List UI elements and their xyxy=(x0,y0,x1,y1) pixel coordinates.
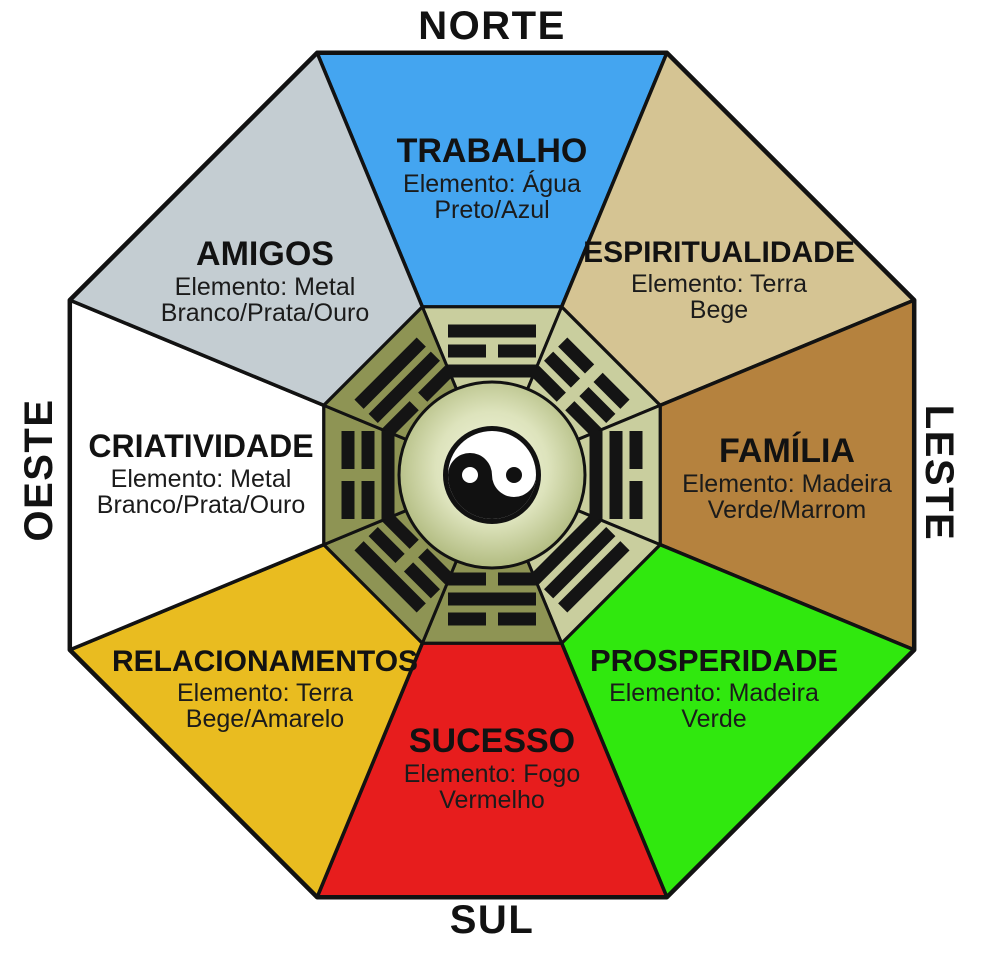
direction-label-north: NORTE xyxy=(418,4,566,48)
sector-title-southwest: RELACIONAMENTOS xyxy=(112,645,418,678)
trigram-line xyxy=(418,365,455,402)
trigram-northwest xyxy=(354,337,455,438)
sector-colors-west: Branco/Prata/Ouro xyxy=(97,491,305,519)
trigram-line xyxy=(629,431,643,469)
octagon-border xyxy=(67,50,917,900)
trigram-line xyxy=(418,548,455,585)
trigram-line xyxy=(593,372,630,409)
trigram-line xyxy=(403,562,441,599)
direction-label-south: SUL xyxy=(450,898,535,942)
trigram-line xyxy=(382,512,419,549)
trigram-southwest xyxy=(354,512,455,613)
trigram-west xyxy=(341,431,395,519)
trigram-southeast xyxy=(529,512,630,613)
sector-colors-southwest: Bege/Amarelo xyxy=(186,705,344,733)
sector-element-southwest: Elemento: Terra xyxy=(177,679,353,707)
trigram-line xyxy=(448,344,486,358)
direction-label-east: LESTE xyxy=(917,405,961,541)
sector-element-south: Elemento: Fogo xyxy=(404,760,581,788)
trigram-line xyxy=(529,512,602,585)
sector-title-northeast: ESPIRITUALIDADE xyxy=(583,236,855,269)
trigram-line xyxy=(579,386,616,424)
sector-title-north: TRABALHO xyxy=(397,132,588,170)
sector-colors-north: Preto/Azul xyxy=(434,196,549,224)
trigram-north xyxy=(448,324,536,378)
trigram-line xyxy=(543,526,616,599)
sector-element-west: Elemento: Metal xyxy=(111,465,292,493)
trigram-line xyxy=(589,431,603,519)
trigram-line xyxy=(448,324,536,338)
trigram-line xyxy=(448,612,486,626)
trigram-line xyxy=(361,481,375,519)
yin-yang-symbol xyxy=(443,426,541,524)
sector-title-northwest: AMIGOS xyxy=(196,235,334,273)
sector-colors-south: Vermelho xyxy=(439,786,545,814)
trigram-east xyxy=(589,431,643,519)
trigram-northeast xyxy=(529,337,630,438)
trigram-line xyxy=(448,572,486,586)
sector-title-south: SUCESSO xyxy=(409,722,575,760)
sector-colors-southeast: Verde xyxy=(681,705,746,733)
trigram-line xyxy=(368,351,441,424)
sector-colors-northwest: Branco/Prata/Ouro xyxy=(161,299,369,327)
yin-dot xyxy=(506,467,522,483)
sector-colors-northeast: Bege xyxy=(690,296,748,324)
trigram-line xyxy=(558,337,595,374)
sector-title-east: FAMÍLIA xyxy=(719,432,855,470)
trigram-line xyxy=(498,612,536,626)
trigram-line xyxy=(543,351,581,388)
trigram-line xyxy=(609,431,623,519)
trigram-line xyxy=(382,401,419,438)
trigram-line xyxy=(565,401,602,438)
trigram-line xyxy=(361,431,375,469)
trigram-line xyxy=(498,344,536,358)
sector-element-northeast: Elemento: Terra xyxy=(631,270,807,298)
trigram-line xyxy=(354,541,426,613)
trigram-line xyxy=(629,481,643,519)
trigram-line xyxy=(341,431,355,469)
direction-label-west: OESTE xyxy=(17,398,61,541)
trigram-line xyxy=(498,572,536,586)
trigram-line xyxy=(448,592,536,606)
sector-colors-east: Verde/Marrom xyxy=(708,496,866,524)
sector-element-north: Elemento: Água xyxy=(403,169,581,198)
trigram-south xyxy=(448,572,536,626)
sector-element-northwest: Elemento: Metal xyxy=(175,273,356,301)
trigram-line xyxy=(448,364,536,378)
trigram-line xyxy=(381,431,395,519)
trigram-line xyxy=(529,365,566,402)
sector-title-west: CRIATIVIDADE xyxy=(88,428,313,464)
trigram-line xyxy=(558,541,630,613)
sector-element-southeast: Elemento: Madeira xyxy=(609,679,819,707)
trigram-line xyxy=(368,526,405,564)
sector-title-southeast: PROSPERIDADE xyxy=(590,643,838,678)
yang-dot xyxy=(462,467,478,483)
trigram-line xyxy=(354,337,426,409)
yin-yang-body xyxy=(448,431,536,519)
sector-element-east: Elemento: Madeira xyxy=(682,470,892,498)
trigram-line xyxy=(341,481,355,519)
